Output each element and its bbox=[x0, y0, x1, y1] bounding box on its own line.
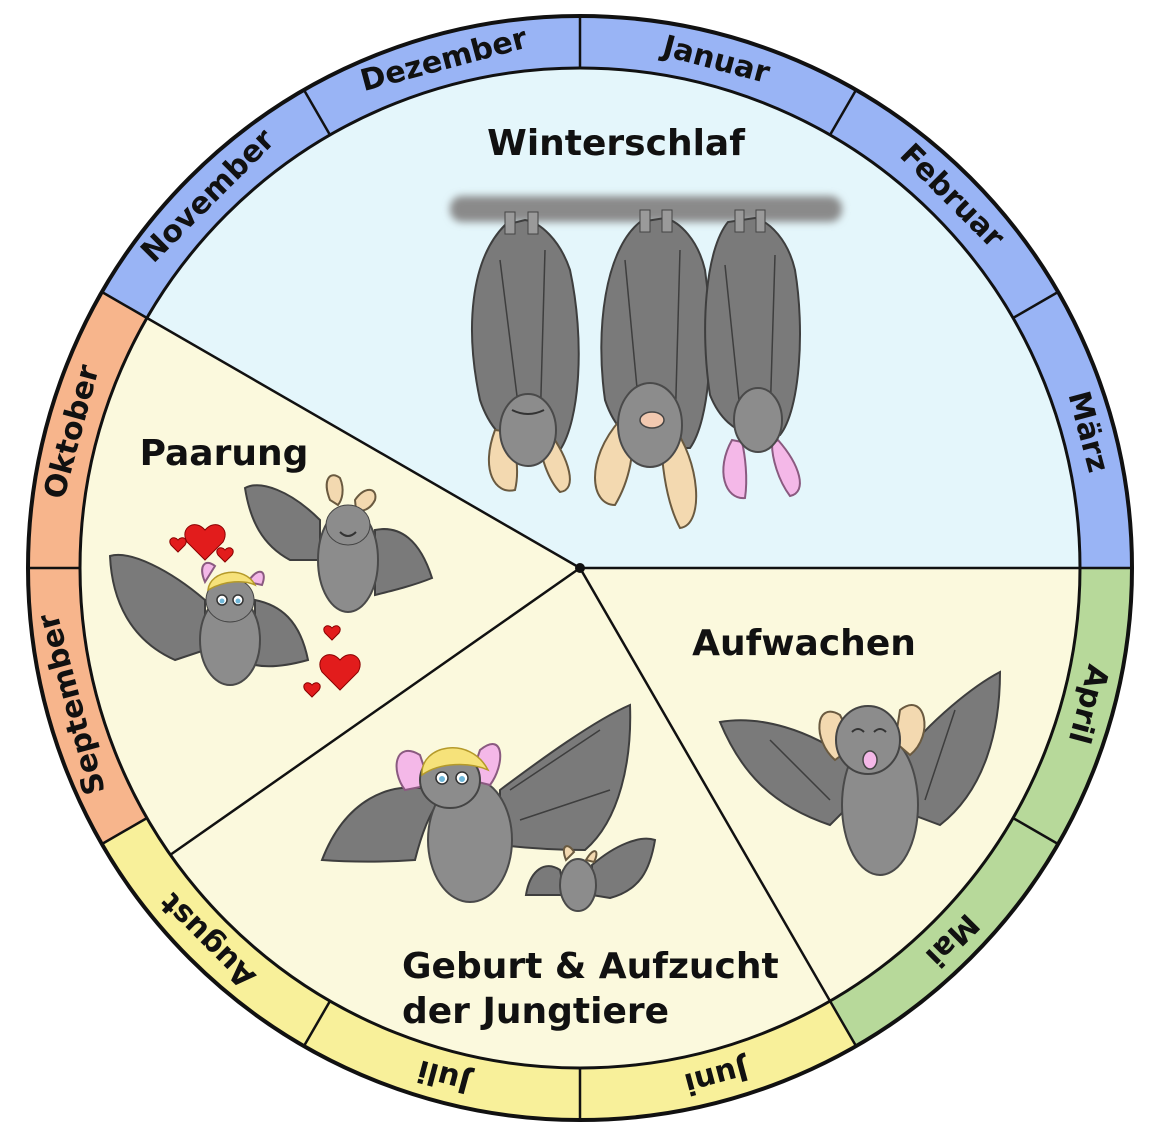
phase-label-aufwachen: Aufwachen bbox=[692, 623, 916, 664]
phase-label-paarung: Paarung bbox=[140, 433, 309, 474]
phase-label-geburt-line2: der Jungtiere bbox=[402, 991, 669, 1032]
phase-label-winterschlaf: Winterschlaf bbox=[487, 123, 745, 164]
center-dot bbox=[575, 563, 585, 573]
phase-label-geburt-line1: Geburt & Aufzucht bbox=[402, 946, 779, 987]
